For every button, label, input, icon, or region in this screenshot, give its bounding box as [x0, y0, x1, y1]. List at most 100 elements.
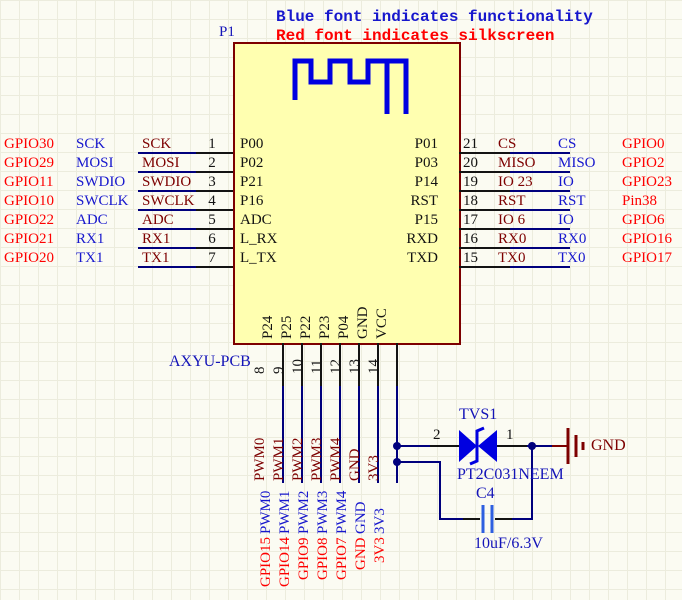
right-pin-wire[interactable] [510, 209, 570, 211]
left-pin-func-label[interactable]: SWCLK [76, 193, 129, 209]
left-pin-wire[interactable] [138, 228, 196, 230]
bottom-pin-func-label[interactable]: PWM2 [296, 490, 312, 534]
left-pin-wire[interactable] [138, 152, 196, 154]
ground-icon[interactable] [552, 428, 585, 464]
right-pin-wire[interactable] [510, 247, 570, 249]
left-pin-line[interactable] [196, 209, 233, 211]
right-pin-net-label[interactable]: MISO [498, 155, 536, 171]
right-pin-func-label[interactable]: IO [558, 212, 574, 228]
right-pin-func-label[interactable]: TX0 [558, 250, 586, 266]
right-pin-func-label[interactable]: IO [558, 174, 574, 190]
left-pin-net-label[interactable]: TX1 [142, 250, 170, 266]
left-pin-wire[interactable] [138, 266, 196, 268]
left-pin-line[interactable] [196, 247, 233, 249]
right-pin-line[interactable] [459, 190, 510, 192]
bottom-pin-func-label[interactable]: PWM0 [258, 490, 274, 534]
tvs-diode-icon[interactable] [459, 426, 497, 466]
bottom-pin-net-label[interactable]: PWM4 [328, 437, 344, 481]
right-pin-line[interactable] [459, 152, 510, 154]
right-pin-wire[interactable] [510, 228, 570, 230]
bottom-pin-line[interactable] [282, 343, 284, 386]
left-pin-wire[interactable] [138, 190, 196, 192]
right-pin-func-label[interactable]: MISO [558, 155, 596, 171]
left-pin-net-label[interactable]: SWCLK [142, 193, 195, 209]
right-pin-net-label[interactable]: IO 6 [498, 212, 526, 228]
bottom-pin-net-label[interactable]: PWM0 [252, 437, 268, 481]
left-pin-line[interactable] [196, 228, 233, 230]
bottom-pin-silk-label[interactable]: GPIO7 [334, 537, 350, 580]
left-pin-net-label[interactable]: RX1 [142, 231, 171, 247]
tvs-designator[interactable]: TVS1 [459, 406, 498, 423]
bottom-pin-line[interactable] [377, 343, 379, 386]
antenna-icon[interactable] [292, 58, 409, 114]
right-pin-silk-label[interactable]: GPIO23 [622, 174, 673, 190]
right-pin-silk-label[interactable]: GPIO2 [622, 155, 665, 171]
right-pin-line[interactable] [459, 228, 510, 230]
right-pin-func-label[interactable]: RX0 [558, 231, 587, 247]
right-pin-net-label[interactable]: TX0 [498, 250, 526, 266]
right-pin-line[interactable] [459, 209, 510, 211]
right-pin-func-label[interactable]: CS [558, 136, 577, 152]
left-pin-wire[interactable] [138, 171, 196, 173]
left-pin-func-label[interactable]: TX1 [76, 250, 104, 266]
left-pin-line[interactable] [196, 152, 233, 154]
bottom-pin-wire[interactable] [301, 386, 303, 483]
left-pin-silk-label[interactable]: GPIO22 [4, 212, 55, 228]
capacitor-icon[interactable] [481, 505, 494, 533]
bottom-pin-line[interactable] [339, 343, 341, 386]
bottom-pin-silk-label[interactable]: GPIO15 [258, 536, 274, 587]
left-pin-wire[interactable] [138, 209, 196, 211]
bottom-pin-silk-label[interactable]: GPIO14 [277, 536, 293, 587]
left-pin-silk-label[interactable]: GPIO30 [4, 136, 55, 152]
bottom-pin-net-label[interactable]: PWM3 [309, 437, 325, 481]
left-pin-func-label[interactable]: MOSI [76, 155, 114, 171]
bottom-pin-line[interactable] [320, 343, 322, 386]
ground-net-label[interactable]: GND [591, 437, 626, 454]
bottom-pin-wire[interactable] [377, 386, 379, 483]
bottom-pin-func-label[interactable]: GND [353, 501, 369, 535]
right-pin-silk-label[interactable]: GPIO6 [622, 212, 665, 228]
left-pin-line[interactable] [196, 190, 233, 192]
right-pin-net-label[interactable]: RX0 [498, 231, 527, 247]
left-pin-silk-label[interactable]: GPIO10 [4, 193, 55, 209]
capacitor-designator[interactable]: C4 [476, 485, 495, 502]
bottom-pin-func-label[interactable]: 3V3 [372, 508, 388, 534]
bottom-pin-line[interactable] [396, 343, 398, 386]
left-pin-func-label[interactable]: ADC [76, 212, 108, 228]
bottom-pin-line[interactable] [301, 343, 303, 386]
module-body[interactable] [233, 42, 461, 345]
right-pin-wire[interactable] [510, 152, 570, 154]
left-pin-net-label[interactable]: MOSI [142, 155, 180, 171]
bottom-pin-silk-label[interactable]: GPIO9 [296, 537, 312, 580]
right-pin-line[interactable] [459, 171, 510, 173]
right-pin-line[interactable] [459, 266, 510, 268]
left-pin-func-label[interactable]: SWDIO [76, 174, 126, 190]
right-pin-func-label[interactable]: RST [558, 193, 586, 209]
right-pin-silk-label[interactable]: GPIO16 [622, 231, 673, 247]
right-pin-line[interactable] [459, 247, 510, 249]
bottom-pin-func-label[interactable]: PWM1 [277, 490, 293, 534]
bottom-pin-net-label[interactable]: PWM2 [290, 437, 306, 481]
right-pin-net-label[interactable]: IO 23 [498, 174, 533, 190]
left-pin-net-label[interactable]: ADC [142, 212, 174, 228]
left-pin-line[interactable] [196, 171, 233, 173]
module-name[interactable]: AXYU-PCB [169, 353, 251, 370]
bottom-pin-func-label[interactable]: PWM3 [315, 490, 331, 534]
tvs-part-number[interactable]: PT2C031NEEM [457, 466, 564, 483]
bottom-pin-wire[interactable] [358, 386, 360, 483]
left-pin-silk-label[interactable]: GPIO29 [4, 155, 55, 171]
bottom-pin-func-label[interactable]: PWM4 [334, 490, 350, 534]
bottom-pin-silk-label[interactable]: GND [353, 537, 369, 571]
bottom-pin-net-label[interactable]: GND [347, 448, 363, 482]
left-pin-func-label[interactable]: RX1 [76, 231, 105, 247]
left-pin-net-label[interactable]: SWDIO [142, 174, 192, 190]
bottom-pin-silk-label[interactable]: 3V3 [372, 537, 388, 563]
left-pin-silk-label[interactable]: GPIO11 [4, 174, 54, 190]
bottom-pin-silk-label[interactable]: GPIO8 [315, 537, 331, 580]
right-pin-silk-label[interactable]: GPIO0 [622, 136, 665, 152]
left-pin-silk-label[interactable]: GPIO21 [4, 231, 55, 247]
left-pin-func-label[interactable]: SCK [76, 136, 106, 152]
right-pin-silk-label[interactable]: GPIO17 [622, 250, 673, 266]
right-pin-silk-label[interactable]: Pin38 [622, 193, 658, 209]
right-pin-wire[interactable] [510, 190, 570, 192]
